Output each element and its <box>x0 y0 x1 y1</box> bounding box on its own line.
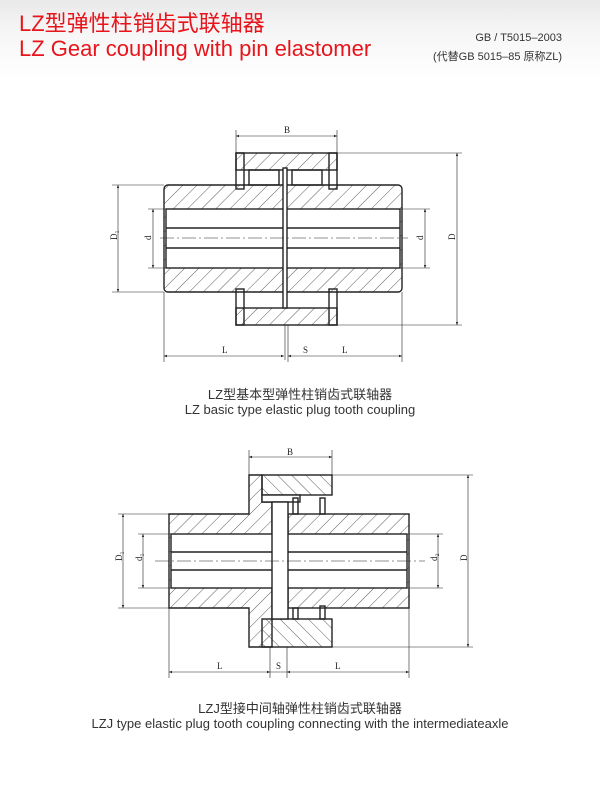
dim-d-right: d <box>415 235 425 240</box>
dim-d1-2: D₁ <box>114 551 124 561</box>
dim-d2-bore: d₂ <box>429 553 439 561</box>
dim-d1: D₁ <box>109 230 119 240</box>
title-english: LZ Gear coupling with pin elastomer <box>19 36 372 61</box>
dim-d1-bore: d₁ <box>134 553 144 561</box>
figure2-caption-en: LZJ type elastic plug tooth coupling con… <box>91 716 509 731</box>
dim-l-right: L <box>342 345 348 355</box>
header-background <box>0 0 600 80</box>
dim-D-2: D <box>459 554 469 561</box>
dim-l-left-2: L <box>217 661 223 671</box>
dim-s: S <box>303 345 308 355</box>
dim-d-left: d <box>143 235 153 240</box>
figure1-caption-en: LZ basic type elastic plug tooth couplin… <box>184 402 416 417</box>
dim-l-right-2: L <box>335 661 341 671</box>
dim-b-2: B <box>287 447 293 457</box>
title-chinese: LZ型弹性柱销齿式联轴器 <box>19 11 265 36</box>
replaces-note: (代替GB 5015–85 原称ZL) <box>433 51 562 63</box>
drawing-lz-basic <box>112 130 462 362</box>
dim-D: D <box>447 233 457 240</box>
figure2-caption-cn: LZJ型接中间轴弹性柱销齿式联轴器 <box>198 701 402 716</box>
dim-b: B <box>284 125 290 135</box>
drawing-lzj-intermediate <box>118 450 473 678</box>
dim-s-2: S <box>276 661 281 671</box>
dim-l-left: L <box>222 345 228 355</box>
standard-number: GB / T5015–2003 <box>475 32 562 44</box>
figure1-caption-cn: LZ型基本型弹性柱销齿式联轴器 <box>207 387 393 402</box>
